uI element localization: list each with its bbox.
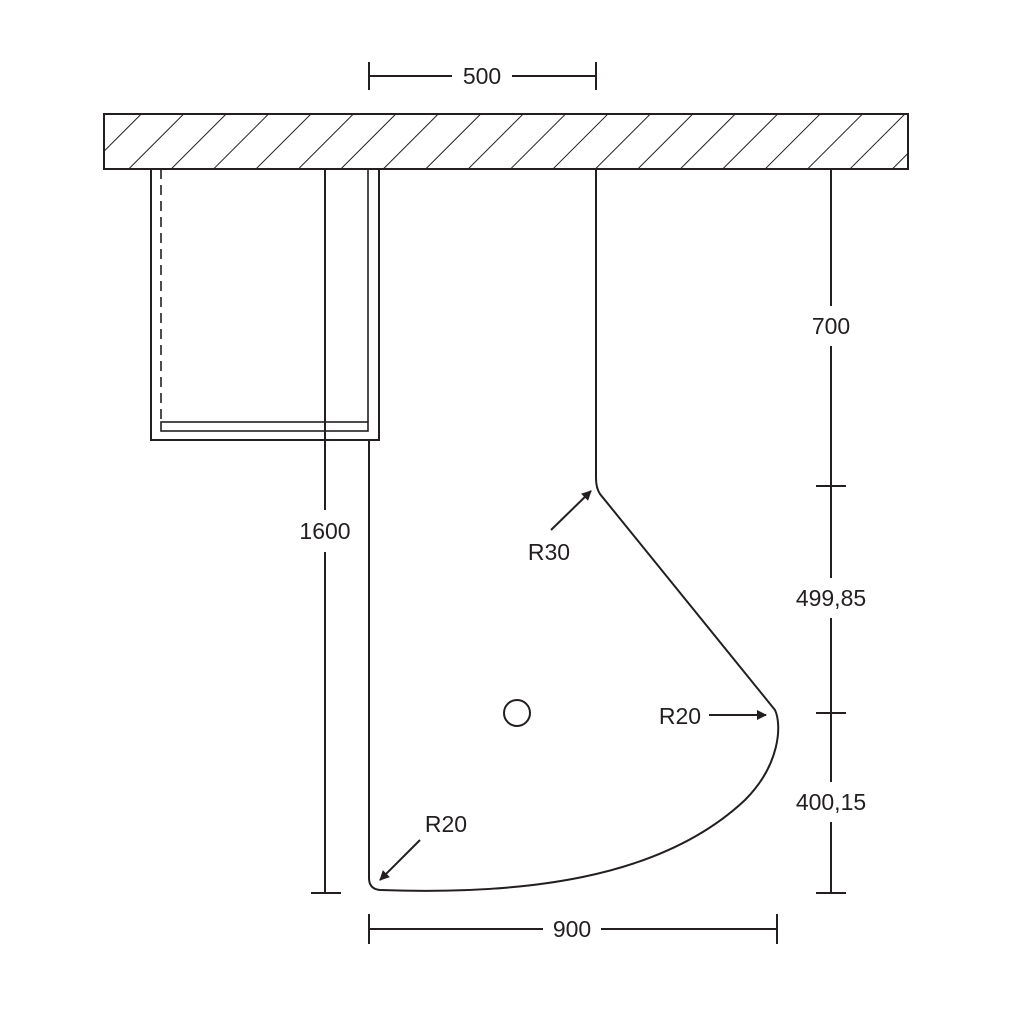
radius-label-r20-right: R20 — [659, 703, 701, 729]
dimension-label-400-15: 400,15 — [796, 789, 866, 815]
radius-label-r30: R30 — [528, 539, 570, 565]
radius-callout-r20-right: R20 — [659, 703, 767, 729]
dimension-label-left: 1600 — [299, 518, 350, 544]
dimension-bottom: 900 — [368, 914, 778, 944]
side-panel — [150, 168, 380, 441]
dimension-label-700: 700 — [812, 313, 850, 339]
radius-callout-r30: R30 — [528, 490, 592, 565]
tray-outline — [368, 169, 780, 892]
dimension-top: 500 — [368, 62, 597, 90]
drain-icon — [503, 699, 531, 727]
dimension-label-499-85: 499,85 — [796, 585, 866, 611]
dimension-label-top: 500 — [463, 63, 501, 89]
dimension-right: 700 499,85 400,15 — [796, 169, 866, 894]
radius-callout-r20-bottom: R20 — [379, 811, 467, 881]
dimension-label-bottom: 900 — [553, 916, 591, 942]
wall — [103, 113, 909, 170]
dimension-left: 1600 — [299, 169, 351, 894]
radius-label-r20-bottom: R20 — [425, 811, 467, 837]
